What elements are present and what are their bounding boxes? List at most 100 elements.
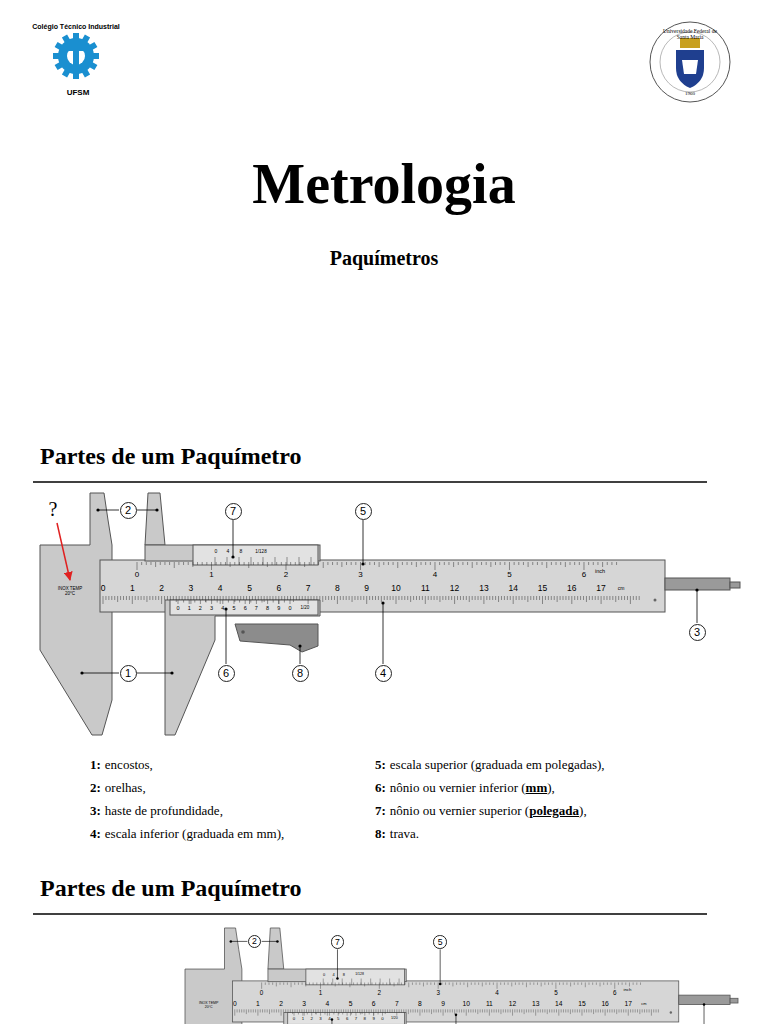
parts-list-row: 7:nônio ou vernier superior (polegada), bbox=[375, 803, 587, 819]
mm-number: 13 bbox=[532, 1000, 539, 1007]
part-number: 2: bbox=[90, 780, 101, 795]
leader-line bbox=[363, 520, 364, 564]
callout-number: 1 bbox=[125, 668, 131, 679]
leader-dot bbox=[230, 940, 233, 943]
leader-dot bbox=[703, 1003, 706, 1006]
vernier-number: 4 bbox=[227, 549, 230, 555]
leader-line bbox=[697, 590, 698, 623]
vernier-number: 5 bbox=[337, 1016, 339, 1021]
mm-number: 12 bbox=[450, 584, 459, 593]
leader-line bbox=[337, 949, 338, 978]
inch-number: 5 bbox=[554, 989, 558, 996]
vernier-number: 9 bbox=[277, 605, 280, 611]
part-number: 7: bbox=[375, 803, 386, 818]
vernier-number: 0 bbox=[323, 972, 325, 976]
section-heading: Partes de um Paquímetro bbox=[40, 443, 302, 469]
inch-number: 2 bbox=[284, 571, 288, 580]
leader-dot bbox=[331, 1018, 334, 1021]
vernier-number: 8 bbox=[364, 1016, 366, 1021]
vernier-resolution: 1/128 bbox=[355, 973, 364, 977]
vernier-number: 2 bbox=[199, 605, 202, 611]
inch-number: 3 bbox=[358, 571, 362, 580]
section-heading: Partes de um Paquímetro bbox=[40, 875, 302, 901]
caliper-drawing bbox=[185, 928, 738, 1024]
caliper-drawing bbox=[40, 493, 740, 735]
mm-number: 0 bbox=[101, 584, 106, 593]
seal-ring bbox=[650, 22, 730, 102]
mm-number: 16 bbox=[601, 1000, 608, 1007]
mm-number: 17 bbox=[596, 584, 605, 593]
temperature-mark: INOX TEMP 20°C bbox=[198, 1002, 219, 1010]
part-description: haste de profundidade, bbox=[105, 803, 223, 818]
inch-number: 6 bbox=[582, 571, 586, 580]
callout-circle: 1 bbox=[120, 665, 137, 682]
leader-line bbox=[383, 603, 384, 664]
unit-label: inch bbox=[623, 987, 631, 992]
beam-rivet bbox=[670, 1011, 672, 1013]
part-number: 8: bbox=[375, 826, 386, 841]
upper-vernier-ticks bbox=[215, 557, 311, 565]
part-description: ), bbox=[547, 780, 555, 795]
upper-vernier-ticks bbox=[323, 979, 399, 985]
callout-number: 7 bbox=[230, 506, 236, 517]
vernier-resolution: 1/20 bbox=[301, 606, 310, 611]
callout-number: 3 bbox=[694, 627, 700, 638]
mm-number: 3 bbox=[189, 584, 194, 593]
seal-year: 1960 bbox=[685, 91, 695, 97]
part-description: polegada bbox=[529, 803, 579, 818]
mm-number: 7 bbox=[395, 1000, 399, 1007]
leader-line bbox=[300, 646, 301, 664]
callout-number: 5 bbox=[438, 938, 443, 947]
vernier-number: 0 bbox=[176, 605, 179, 611]
mm-number: 15 bbox=[538, 584, 547, 593]
leader-line bbox=[226, 609, 227, 664]
mm-number: 16 bbox=[567, 584, 576, 593]
subtitle: Paquímetros bbox=[330, 247, 439, 269]
leader-line bbox=[704, 1005, 705, 1024]
mm-number: 17 bbox=[625, 1000, 632, 1007]
slide-title: Metrologia bbox=[252, 154, 515, 216]
lower-vernier-plate bbox=[170, 600, 318, 615]
leader-dot bbox=[80, 671, 83, 674]
beam-rivet bbox=[654, 599, 657, 602]
vernier-number: 8 bbox=[343, 972, 345, 976]
leader-dot bbox=[336, 977, 339, 980]
question-mark: ? bbox=[49, 498, 58, 520]
leader-dot bbox=[439, 983, 442, 986]
part-number: 5: bbox=[375, 757, 386, 772]
mm-number: 0 bbox=[233, 1000, 237, 1007]
leader-line bbox=[455, 1015, 456, 1024]
sliding-jaw bbox=[284, 1013, 406, 1024]
parts-list-row: 1:encostos, bbox=[90, 757, 153, 773]
heading-rule bbox=[33, 481, 707, 483]
callout-number: 2 bbox=[252, 937, 257, 946]
leader-line bbox=[262, 941, 278, 942]
leader-dot bbox=[361, 562, 364, 565]
inch-number: 6 bbox=[613, 989, 617, 996]
part-number: 4: bbox=[90, 826, 101, 841]
inch-ticks bbox=[262, 982, 641, 988]
seal-inner-ring bbox=[660, 32, 720, 92]
callout-circle: 6 bbox=[218, 665, 235, 682]
mm-number: 9 bbox=[364, 584, 369, 593]
lower-vernier-ticks bbox=[294, 1013, 382, 1016]
mm-number: 9 bbox=[441, 1000, 445, 1007]
leader-dot bbox=[298, 644, 301, 647]
callout-circle: 7 bbox=[225, 503, 242, 520]
sliding-ear bbox=[268, 928, 284, 969]
vernier-number: 8 bbox=[240, 549, 243, 555]
temperature-mark: INOX TEMP 20°C bbox=[57, 587, 83, 597]
depth-rod-tip bbox=[730, 998, 738, 1003]
vernier-number: 6 bbox=[244, 605, 247, 611]
part-description: nônio ou vernier inferior ( bbox=[390, 780, 526, 795]
mm-number: 11 bbox=[486, 1000, 493, 1007]
vernier-number: 7 bbox=[255, 605, 258, 611]
callout-number: 2 bbox=[125, 505, 131, 516]
gear-teeth bbox=[53, 33, 99, 79]
callout-circle: 4 bbox=[375, 665, 392, 682]
parts-list-row: 3:haste de profundidade, bbox=[90, 803, 223, 819]
parts-list-row: 6:nônio ou vernier inferior (mm), bbox=[375, 780, 555, 796]
part-description: mm bbox=[526, 780, 548, 795]
mm-number: 5 bbox=[349, 1000, 353, 1007]
